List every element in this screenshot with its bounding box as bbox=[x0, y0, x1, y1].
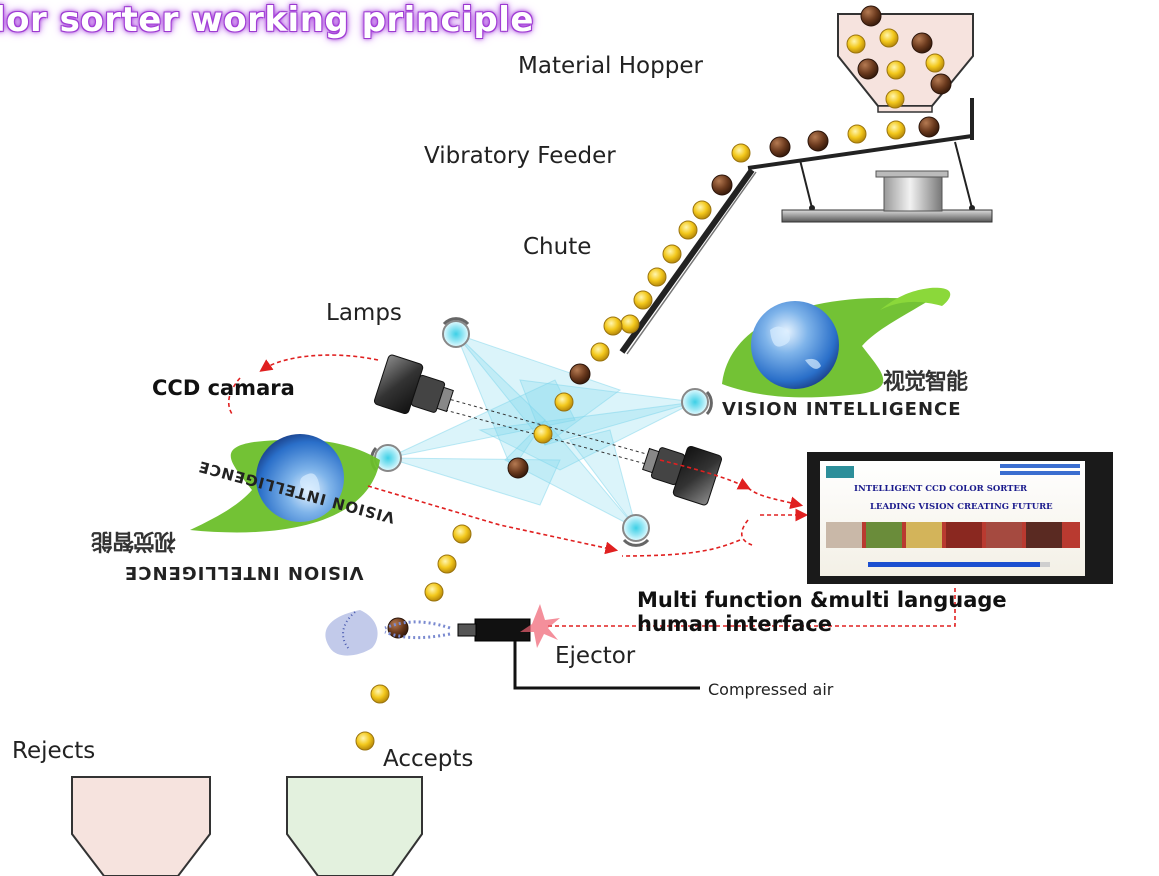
vision-logo-right bbox=[722, 287, 951, 398]
screen-slogan: LEADING VISION CREATING FUTURE bbox=[870, 502, 1053, 512]
screen-title: INTELLIGENT CCD COLOR SORTER bbox=[854, 484, 1028, 494]
vision-logo-left bbox=[190, 434, 380, 533]
diagram-title: lor sorter working principle bbox=[0, 0, 534, 40]
label-lamps: Lamps bbox=[326, 300, 402, 326]
label-rejects: Rejects bbox=[12, 738, 96, 764]
label-vibratory-feeder: Vibratory Feeder bbox=[424, 143, 616, 169]
label-ejector: Ejector bbox=[555, 643, 636, 669]
lamp-bottom bbox=[622, 514, 650, 547]
brand-chinese-right: 视觉智能 bbox=[883, 370, 968, 395]
bad-grains bbox=[387, 5, 952, 639]
ccd-camera-right bbox=[642, 445, 723, 506]
label-accepts: Accepts bbox=[383, 746, 474, 772]
lamp-top bbox=[442, 317, 470, 348]
label-interface-line1: Multi function &multi language bbox=[637, 588, 1007, 612]
ejector bbox=[457, 604, 700, 690]
label-material-hopper: Material Hopper bbox=[518, 53, 703, 79]
chute bbox=[619, 168, 757, 355]
brand-vision-intelligence-left-lower: VISION INTELLIGENCE bbox=[124, 562, 364, 583]
lamp-right bbox=[681, 388, 713, 416]
brand-chinese-left: 视觉智能 bbox=[92, 528, 177, 553]
accept-bin bbox=[286, 776, 423, 876]
label-chute: Chute bbox=[523, 234, 592, 260]
air-blast bbox=[325, 610, 451, 656]
label-interface-line2: human interface bbox=[637, 612, 832, 636]
signal-lines bbox=[227, 354, 956, 627]
label-compressed-air: Compressed air bbox=[708, 680, 834, 699]
camera-sightlines bbox=[444, 397, 651, 466]
brand-vision-intelligence-right: VISION INTELLIGENCE bbox=[722, 399, 962, 420]
material-hopper bbox=[837, 13, 974, 113]
ccd-camera-left bbox=[373, 354, 454, 415]
human-interface-monitor bbox=[807, 452, 1113, 584]
reject-bin bbox=[71, 776, 211, 876]
vibratory-feeder bbox=[747, 98, 993, 223]
label-ccd-camera: CCD camara bbox=[152, 376, 295, 400]
